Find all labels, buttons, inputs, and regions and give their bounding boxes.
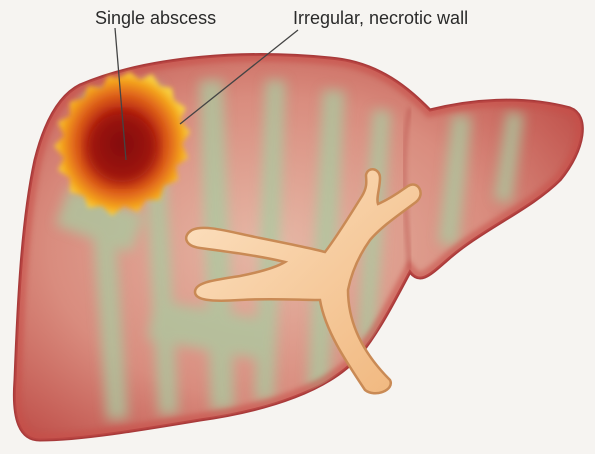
abscess-core: [88, 114, 156, 182]
label-necrotic-wall: Irregular, necrotic wall: [293, 8, 468, 29]
label-single-abscess: Single abscess: [95, 8, 216, 29]
